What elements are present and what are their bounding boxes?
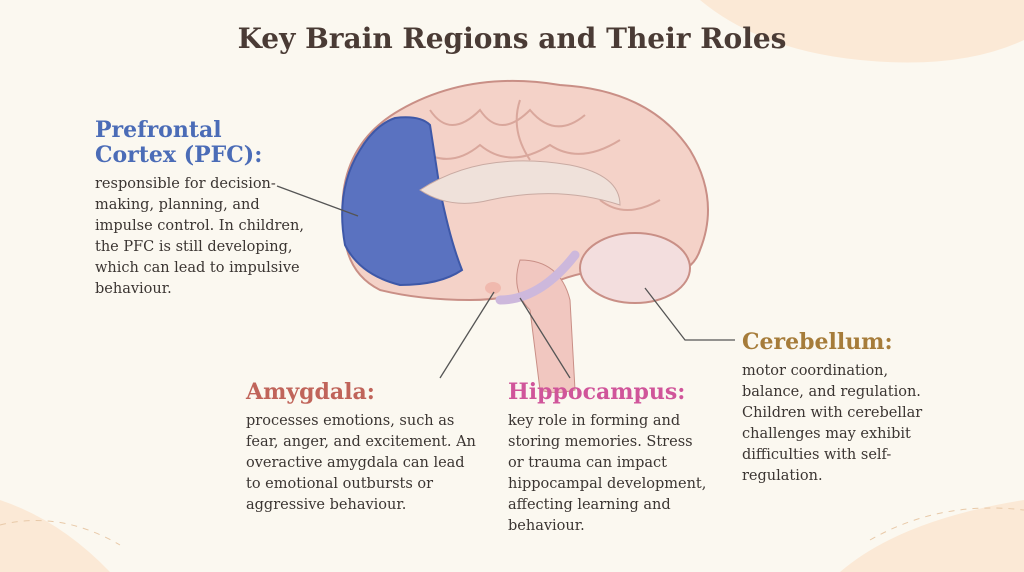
- page-title: Key Brain Regions and Their Roles: [237, 22, 787, 55]
- corpus-callosum: [419, 160, 621, 206]
- amygdala-heading: Amygdala:: [246, 379, 375, 405]
- cerebellum-heading: Cerebellum:: [742, 329, 893, 355]
- hippocampus-section: Hippocampus: key role in forming and sto…: [508, 380, 708, 537]
- amygdala-region: [485, 282, 501, 294]
- amygdala-description: processes emotions, such as fear, anger,…: [246, 413, 476, 513]
- cerebellum-section: Cerebellum: motor coordination, balance,…: [742, 330, 927, 487]
- hippocampus-heading: Hippocampus:: [508, 379, 686, 405]
- cerebellum-pointer-line: [644, 287, 735, 341]
- pfc-heading: Prefrontal Cortex (PFC):: [95, 117, 263, 168]
- pfc-section: Prefrontal Cortex (PFC): responsible for…: [95, 118, 310, 300]
- cerebellum-region: [579, 232, 691, 304]
- pfc-pointer-line: [276, 185, 359, 217]
- cerebellum-description: motor coordination, balance, and regulat…: [742, 363, 923, 484]
- amygdala-pointer-line: [439, 291, 495, 379]
- gyri-folds: [419, 99, 661, 211]
- pfc-description: responsible for decision-making, plannin…: [95, 176, 304, 297]
- amygdala-section: Amygdala: processes emotions, such as fe…: [246, 380, 481, 516]
- hippocampus-description: key role in forming and storing memories…: [508, 413, 707, 534]
- hippocampus-pointer-line: [519, 297, 571, 379]
- hippocampus-region: [495, 250, 580, 305]
